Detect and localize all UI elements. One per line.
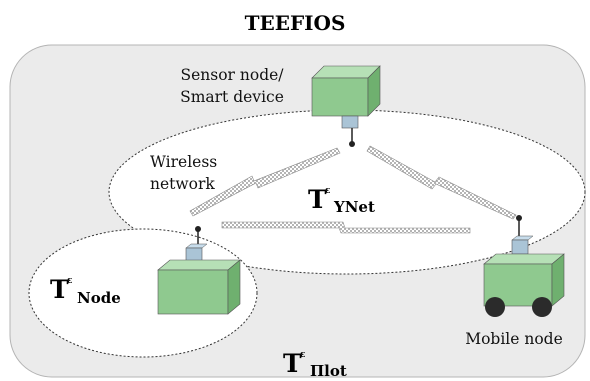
pilot-tier-symbol: T ε Πlot: [283, 349, 347, 380]
wireless-label-line2: network: [150, 175, 215, 193]
svg-text:Node: Node: [77, 289, 121, 307]
svg-text:ε: ε: [300, 350, 305, 360]
svg-text:Πlot: Πlot: [310, 362, 347, 380]
ground-node-device: [157, 226, 241, 315]
ynet-tier-symbol: T ε YNet: [308, 185, 375, 216]
svg-text:T: T: [50, 275, 69, 304]
svg-text:YNet: YNet: [333, 198, 375, 216]
diagram-title: TEEFIOS: [245, 11, 346, 35]
svg-text:T: T: [283, 349, 302, 378]
node-tier-symbol: T ε Node: [50, 275, 121, 307]
wheel-icon: [532, 297, 552, 317]
wireless-link-sensor-left: [189, 147, 341, 217]
wireless-link-horizontal: [221, 221, 471, 234]
svg-text:T: T: [308, 185, 327, 214]
wireless-link-sensor-right: [366, 145, 517, 220]
wheel-icon: [485, 297, 505, 317]
sensor-node-label-line1: Sensor node/: [180, 66, 284, 84]
wireless-label-line1: Wireless: [150, 153, 217, 171]
svg-text:ε: ε: [67, 276, 72, 286]
sensor-node-label-line2: Smart device: [180, 88, 284, 106]
svg-text:ε: ε: [325, 186, 330, 196]
mobile-node-robot: [483, 215, 565, 317]
mobile-node-label: Mobile node: [465, 330, 563, 348]
sensor-node-device: [311, 65, 381, 147]
